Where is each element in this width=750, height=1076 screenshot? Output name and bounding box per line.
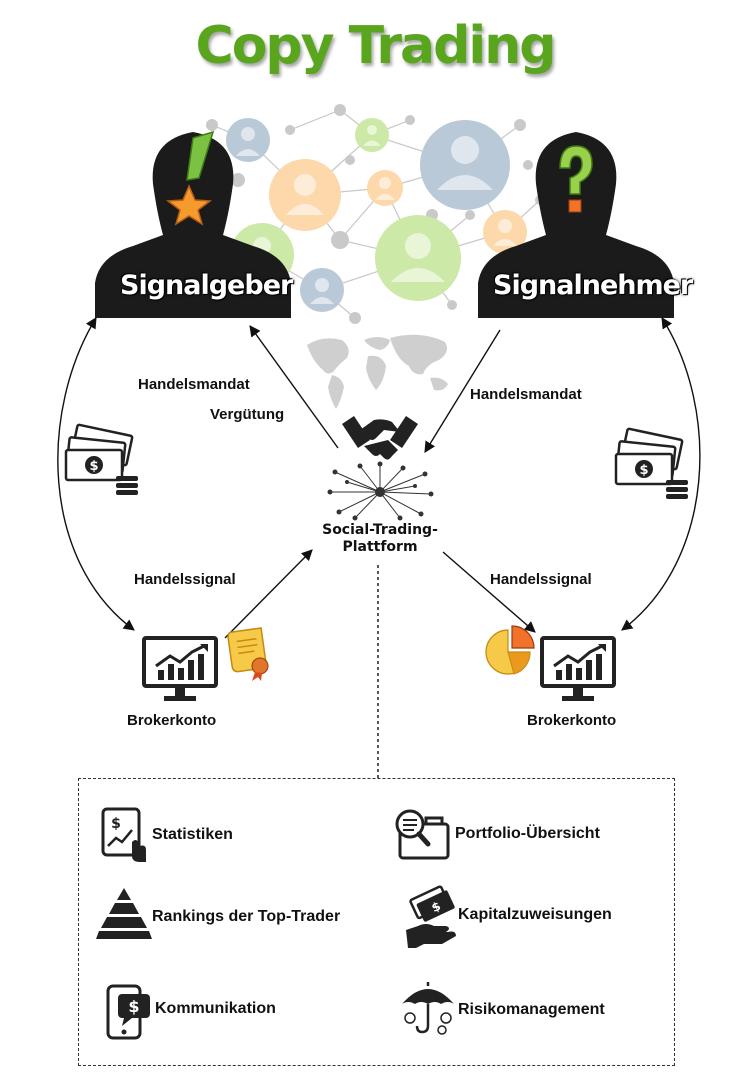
platform-features-box xyxy=(78,778,675,1066)
phone-chat-icon: $ xyxy=(106,984,150,1040)
feature-label-kapitalzuweisungen: Kapitalzuweisungen xyxy=(458,906,612,923)
edge-label-verguetung: Vergütung xyxy=(210,406,285,423)
arrow-receiver-to-platform xyxy=(424,329,501,453)
certificate-icon xyxy=(227,627,269,681)
signal-receiver-label: Signalnehmer xyxy=(493,270,693,301)
handshake-icon xyxy=(342,416,418,460)
arrow-right-curve xyxy=(621,317,701,631)
arrow-left-broker-to-platform xyxy=(224,549,313,639)
pie-chart-icon xyxy=(485,625,535,675)
tablet-chart-icon: $ xyxy=(101,807,146,862)
star-exclamation-icon xyxy=(165,130,215,226)
edge-label-handelsmandat-left: Handelsmandat xyxy=(138,376,250,393)
monitor-chart-icon-right xyxy=(540,636,616,701)
arrow-platform-to-provider xyxy=(249,325,339,449)
broker-label-right: Brokerkonto xyxy=(527,712,617,729)
edge-label-handelsmandat-right: Handelsmandat xyxy=(470,386,582,403)
question-mark-icon xyxy=(559,145,593,213)
social-network-graphic xyxy=(206,104,545,324)
arrow-left-curve xyxy=(57,317,135,631)
umbrella-icon xyxy=(402,982,454,1035)
page-title: Copy Trading xyxy=(195,16,557,76)
network-hub-icon xyxy=(327,461,434,521)
edge-label-handelssignal-right: Handelssignal xyxy=(490,571,592,588)
feature-label-risikomanagement: Risikomanagement xyxy=(458,1001,605,1018)
world-map-graphic xyxy=(307,334,448,409)
svg-text:$: $ xyxy=(128,997,139,1016)
feature-label-portfolio: Portfolio-Übersicht xyxy=(455,825,600,842)
arrow-platform-to-right-broker xyxy=(442,551,536,633)
monitor-chart-icon-left xyxy=(142,636,218,701)
svg-text:$: $ xyxy=(111,816,121,832)
feature-label-kommunikation: Kommunikation xyxy=(155,1000,276,1017)
svg-text:$: $ xyxy=(89,459,98,474)
svg-text:$: $ xyxy=(639,463,648,478)
signal-provider-silhouette xyxy=(95,130,291,318)
portfolio-icon xyxy=(395,809,450,860)
money-stack-icon-left: $ xyxy=(64,423,138,495)
signal-provider-label: Signalgeber xyxy=(120,270,293,301)
feature-label-rankings: Rankings der Top-Trader xyxy=(152,908,341,925)
feature-label-statistiken: Statistiken xyxy=(152,826,233,843)
broker-label-left: Brokerkonto xyxy=(127,712,217,729)
money-hand-icon: $ xyxy=(406,885,456,948)
pyramid-icon xyxy=(96,888,152,939)
signal-receiver-silhouette xyxy=(478,132,674,318)
money-stack-icon-right: $ xyxy=(614,427,688,499)
edge-label-handelssignal-left: Handelssignal xyxy=(134,571,236,588)
platform-label: Social-Trading- Plattform xyxy=(322,522,438,555)
